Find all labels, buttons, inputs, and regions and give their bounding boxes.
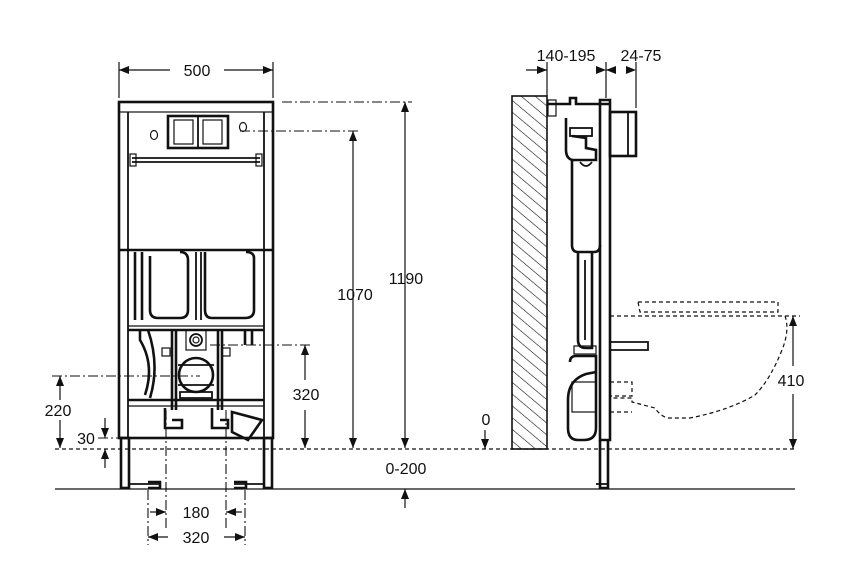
side-view: 410 [511,95,805,490]
frame-top-rail [118,101,274,113]
inlet-height-label: 320 [293,387,320,404]
frame-width-label: 500 [184,63,211,80]
flush-plate-opening [149,114,248,150]
bowl-height-label: 410 [778,373,805,390]
dimension-1070-label: 1070 [337,287,373,304]
bolt-spacing-outer-label: 320 [183,530,210,547]
cross-bar [129,153,263,167]
flush-button-box [608,110,638,158]
front-view [117,100,275,545]
front-dimensions: 500 1070 1190 320 220 30 [45,62,424,547]
outlet-bracket [161,329,231,410]
side-dimensions: 140-195 24-75 [526,48,662,108]
floor-dimensions: 0 0-200 [386,412,491,508]
bolt-spacing-inner-label: 180 [183,505,210,522]
bowl-seat-outline [637,301,779,313]
bowl-outline [610,315,788,419]
frame-legs [119,436,274,490]
button-depth-label: 24-75 [621,48,662,65]
floor-adjust-label: 0-200 [386,461,427,478]
cistern-body [133,250,256,320]
foot-height-label: 30 [77,431,95,448]
wall-section [511,95,548,450]
dimension-1190-label: 1190 [389,271,424,288]
floor-lines [55,448,795,490]
floor-zero-label: 0 [482,412,491,429]
wall-gap-label: 140-195 [537,48,596,65]
side-inlet-height-label: 220 [45,403,72,420]
